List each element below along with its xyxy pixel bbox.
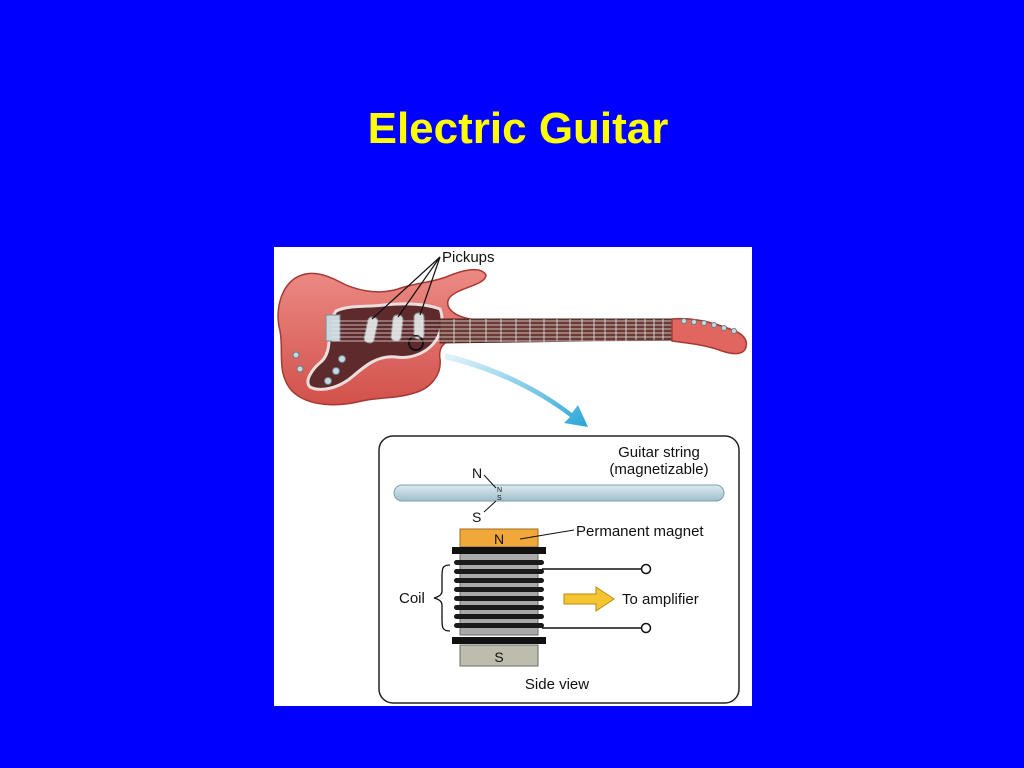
- string-pole-n: N: [472, 465, 482, 481]
- pickup-3: [413, 312, 425, 340]
- string-inner-n: N: [497, 487, 502, 494]
- string-label-line1: Guitar string: [618, 444, 700, 461]
- magnet-bottom-pole: S: [494, 649, 503, 665]
- string-label-line2: (magnetizable): [609, 461, 708, 478]
- slide-title: Electric Guitar: [367, 104, 669, 153]
- coil-brace: [433, 564, 451, 632]
- string-pole-s: S: [472, 509, 481, 525]
- coil-label: Coil: [399, 590, 425, 607]
- side-view-panel: Guitar string (magnetizable) N S N S N S: [378, 435, 740, 704]
- pickup-2: [390, 314, 404, 342]
- highlight-circle: [408, 335, 424, 351]
- coil-plate-bottom: [452, 637, 546, 644]
- knob: [332, 367, 340, 375]
- magnet-leader: [519, 529, 575, 540]
- knob: [296, 365, 304, 373]
- pickup-diagram-figure: Pickups Guitar string (magnetizable) N S…: [274, 247, 752, 706]
- amplifier-arrow: [563, 586, 615, 612]
- pickup-leader-lines: [371, 256, 441, 320]
- knob: [324, 377, 332, 385]
- tuning-pegs: [681, 318, 737, 334]
- coil-plate-top: [452, 547, 546, 554]
- knob: [292, 351, 300, 359]
- output-label: To amplifier: [622, 591, 699, 608]
- view-caption: Side view: [525, 676, 589, 693]
- magnet-label: Permanent magnet: [576, 523, 704, 540]
- magnet-south: [459, 644, 539, 667]
- pole-s-leader: [483, 500, 497, 513]
- coil-windings: [454, 560, 544, 628]
- knob: [338, 355, 346, 363]
- magnet-top-pole: N: [494, 531, 504, 547]
- guitar-string: [393, 484, 725, 502]
- string-inner-s: S: [497, 495, 502, 502]
- pickup-diagram: Pickups Guitar string (magnetizable) N S…: [277, 249, 748, 704]
- guitar-illustration: Pickups: [277, 249, 748, 406]
- strings: [332, 320, 714, 342]
- output-wires: [542, 563, 652, 634]
- pickups-label: Pickups: [442, 249, 495, 266]
- pole-n-leader: [483, 474, 497, 489]
- zoom-arrow: [444, 353, 588, 427]
